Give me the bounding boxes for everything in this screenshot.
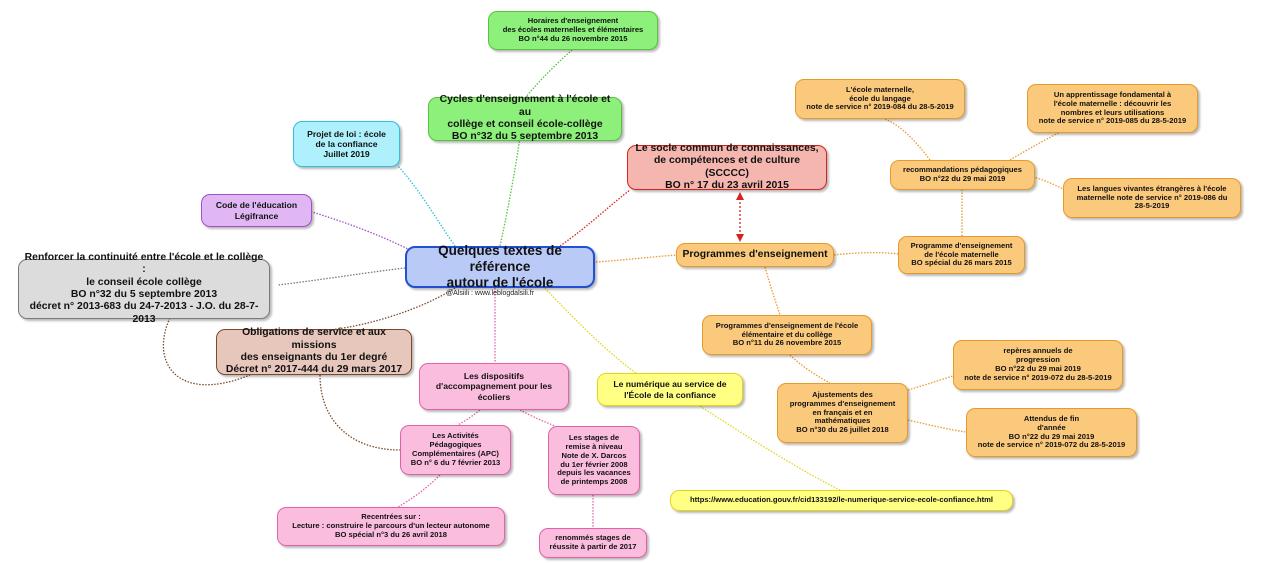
- node-stages-remise-niveau[interactable]: Les stages de remise à niveau Note de X.…: [548, 426, 640, 495]
- edge-programmes-prog-elementaire: [764, 266, 781, 316]
- edge-recommandations-langage: [884, 118, 931, 161]
- edge-center-projet: [397, 165, 456, 247]
- node-horaires[interactable]: Horaires d'enseignement des écoles mater…: [488, 11, 658, 50]
- node-apc[interactable]: Les Activités Pédagogiques Complémentair…: [400, 425, 511, 475]
- edge-center-obligations: [329, 287, 456, 331]
- edge-programmes-prog-maternelle: [833, 251, 901, 256]
- link-numerique-url[interactable]: https://www.education.gouv.fr/cid133192/…: [670, 490, 1013, 511]
- edge-prog-elementaire-ajustements: [789, 354, 831, 384]
- node-dispositifs[interactable]: Les dispositifs d'accompagnement pour le…: [419, 363, 569, 410]
- edge-recommandations-langues: [1029, 175, 1066, 191]
- arrowhead-down: [736, 234, 744, 242]
- node-programme-maternelle[interactable]: Programme d'enseignement de l'école mate…: [898, 236, 1025, 274]
- edge-center-cycles: [499, 137, 521, 247]
- edge-center-programmes: [595, 254, 677, 263]
- node-langues-vivantes[interactable]: Les langues vivantes étrangères à l'écol…: [1063, 178, 1241, 218]
- edge-numerique-url: [699, 405, 841, 491]
- node-numerique[interactable]: Le numérique au service de l'École de la…: [597, 373, 743, 406]
- node-code-education[interactable]: Code de l'éducation Légifrance: [201, 194, 312, 227]
- node-maternelle-langage[interactable]: L'école maternelle, école du langage not…: [795, 79, 965, 119]
- node-projet-de-loi[interactable]: Projet de loi : école de la confiance Ju…: [293, 121, 400, 167]
- edge-recommandations-apprentissage: [1009, 131, 1061, 161]
- edge-dispositifs-stages: [519, 409, 556, 427]
- edge-ajustements-attendus: [907, 419, 967, 433]
- node-recentrees[interactable]: Recentrées sur : Lecture : construire le…: [277, 507, 505, 546]
- edge-apc-recentrees: [397, 474, 441, 508]
- node-attendus-fin-annee[interactable]: Attendus de fin d'année BO n°22 du 29 ma…: [966, 408, 1137, 457]
- node-continuite[interactable]: Renforcer la continuité entre l'école et…: [18, 252, 270, 325]
- node-ajustements[interactable]: Ajustements des programmes d'enseignemen…: [777, 383, 908, 443]
- edge-center-socle: [559, 189, 631, 247]
- edge-center-code: [311, 211, 411, 251]
- node-apprentissage-fondamental[interactable]: Un apprentissage fondamental à l'école m…: [1027, 84, 1198, 133]
- node-programmes[interactable]: Programmes d'enseignement: [676, 243, 834, 267]
- author-credit: @Alsiili : www.leblogdalsili.fr: [446, 290, 535, 297]
- edge-dispositifs-apc: [457, 409, 481, 426]
- edge-ajustements-reperes: [907, 375, 954, 391]
- edge-obligations-apc: [319, 374, 401, 451]
- node-socle-commun[interactable]: Le socle commun de connaissances, de com…: [627, 143, 827, 191]
- edge-center-continuite: [277, 267, 406, 286]
- node-renommes-stages[interactable]: renommés stages de réussite à partir de …: [539, 528, 647, 558]
- edge-continuite-obligations: [162, 317, 251, 386]
- node-obligations[interactable]: Obligations de service et aux missions d…: [216, 327, 412, 375]
- arrowhead-up: [736, 192, 744, 200]
- node-programmes-elementaire[interactable]: Programmes d'enseignement de l'école élé…: [702, 315, 872, 355]
- node-recommandations[interactable]: recommandations pédagogiques BO n°22 du …: [890, 160, 1035, 190]
- node-reperes-annuels[interactable]: repères annuels de progression BO n°22 d…: [953, 340, 1123, 390]
- node-cycles[interactable]: Cycles d'enseignement à l'école et au co…: [428, 94, 622, 142]
- edge-cycles-horaires: [524, 49, 573, 99]
- central-topic[interactable]: Quelques textes de référence autour de l…: [405, 243, 595, 290]
